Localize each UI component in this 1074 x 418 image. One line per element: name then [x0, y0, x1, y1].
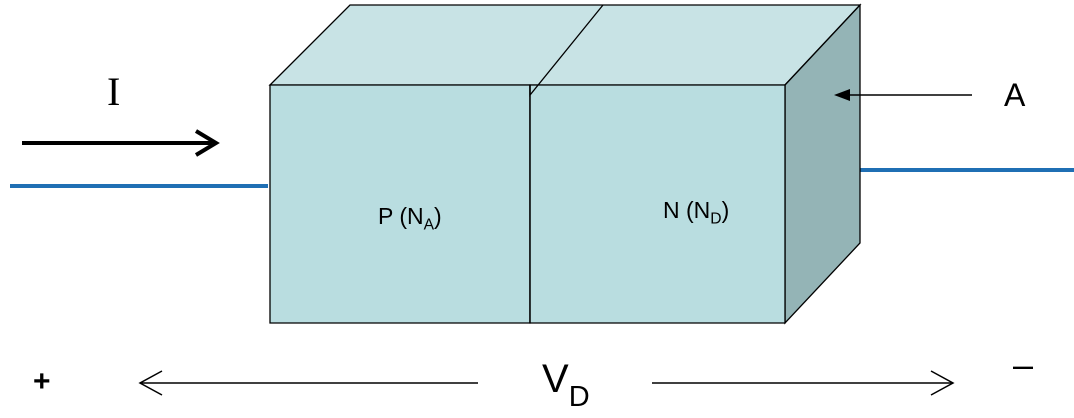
voltage-sub: D — [568, 381, 590, 413]
n-region-close: ) — [721, 197, 730, 223]
minus-sign: – — [1013, 344, 1034, 385]
p-region-open: (N — [392, 203, 424, 229]
p-region-sub: A — [423, 216, 435, 234]
n-region-label: N (ND) — [663, 197, 729, 232]
current-label: I — [107, 69, 121, 114]
current-arrow-head — [194, 129, 220, 157]
block-top-face — [268, 4, 862, 86]
area-label: A — [1004, 77, 1026, 113]
p-region-label: P (NA) — [378, 203, 442, 238]
area-arrow-head — [834, 89, 850, 101]
plus-sign: + — [33, 365, 51, 398]
p-region-letter: P — [378, 203, 393, 229]
n-region-sub: D — [710, 210, 722, 228]
p-region-close: ) — [434, 203, 442, 229]
voltage-arrow-left-head — [138, 370, 163, 396]
voltage-arrow-right-head — [930, 370, 955, 396]
n-region-face — [529, 84, 786, 324]
n-region-letter: N — [663, 197, 680, 223]
voltage-main: V — [542, 357, 569, 401]
n-region-open: (N — [679, 197, 711, 223]
voltage-label: VD — [542, 358, 590, 418]
